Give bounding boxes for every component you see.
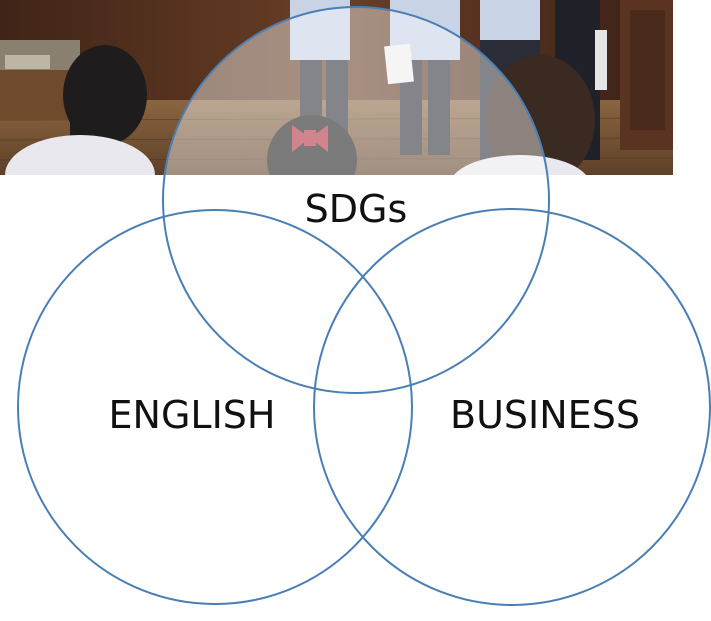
circle-fill-top bbox=[164, 7, 548, 175]
background-photo bbox=[0, 0, 673, 175]
label-business: BUSINESS bbox=[450, 393, 640, 437]
circle-business bbox=[313, 208, 711, 606]
chair-right bbox=[620, 0, 673, 150]
seated-students bbox=[5, 45, 595, 175]
label-english: ENGLISH bbox=[109, 393, 276, 437]
circle-sdgs bbox=[162, 6, 550, 394]
circle-english bbox=[17, 209, 413, 605]
venn-circles bbox=[17, 6, 711, 606]
label-sdgs: SDGs bbox=[305, 187, 408, 231]
